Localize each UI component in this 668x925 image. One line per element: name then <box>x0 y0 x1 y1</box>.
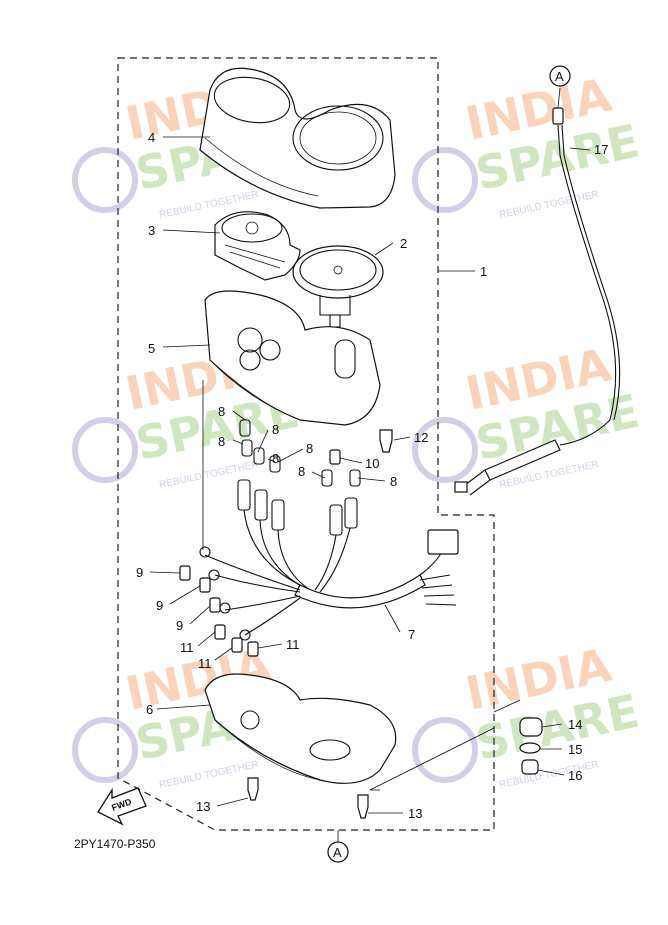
callout-15: 15 <box>568 742 582 757</box>
part-2-speedometer <box>292 245 384 328</box>
diagram-code: 2PY1470-P350 <box>74 837 156 851</box>
part-17-speedometer-cable <box>454 107 621 496</box>
callout-8: 8 <box>218 434 225 449</box>
callout-17: 17 <box>594 142 608 157</box>
callout-11: 11 <box>286 637 300 652</box>
part-9-screws <box>179 565 221 613</box>
fwd-arrow: FWD <box>97 787 147 826</box>
callout-labels: 4 3 2 1 5 17 8 8 8 8 8 8 8 12 10 9 9 9 1… <box>136 130 608 821</box>
part-7-wire-harness <box>199 509 459 641</box>
callout-13: 13 <box>196 799 210 814</box>
callout-6: 6 <box>146 702 153 717</box>
part-13-screws <box>247 777 369 819</box>
callout-14: 14 <box>568 717 582 732</box>
assembly-boundary <box>117 57 495 831</box>
part-14-grommet <box>519 717 543 737</box>
callout-9: 9 <box>176 618 183 633</box>
callout-8: 8 <box>390 474 397 489</box>
callout-1: 1 <box>480 264 487 279</box>
callout-8: 8 <box>218 404 225 419</box>
callout-8: 8 <box>272 451 279 466</box>
part-12-screw <box>379 429 393 453</box>
callout-7: 7 <box>408 627 415 642</box>
callout-12: 12 <box>414 430 428 445</box>
part-8-bulbs <box>237 419 361 536</box>
part-10-screw <box>329 449 341 465</box>
callout-3: 3 <box>148 223 155 238</box>
part-6-lower-case <box>204 673 397 784</box>
part-4-meter-cover <box>199 67 396 209</box>
callout-11: 11 <box>198 656 212 671</box>
callout-13: 13 <box>408 806 422 821</box>
part-5-meter-case <box>204 290 381 426</box>
callout-11: 11 <box>180 640 194 655</box>
part-3-indicator-panel <box>214 211 301 281</box>
part-16-collar <box>521 759 539 775</box>
callout-2: 2 <box>400 236 407 251</box>
leader-lines <box>149 87 591 842</box>
callout-16: 16 <box>568 768 582 783</box>
ref-marker-letter: A <box>555 69 564 84</box>
callout-5: 5 <box>148 341 155 356</box>
part-15-washer <box>519 742 541 754</box>
ref-marker-letter: A <box>333 845 342 860</box>
callout-9: 9 <box>136 565 143 580</box>
callout-8: 8 <box>306 441 313 456</box>
callout-4: 4 <box>148 130 155 145</box>
ref-marker-bottom: A <box>327 841 349 863</box>
callout-8: 8 <box>272 422 279 437</box>
callout-10: 10 <box>365 456 379 471</box>
ref-marker-top: A <box>549 65 571 87</box>
callout-9: 9 <box>156 598 163 613</box>
callout-8: 8 <box>298 464 305 479</box>
